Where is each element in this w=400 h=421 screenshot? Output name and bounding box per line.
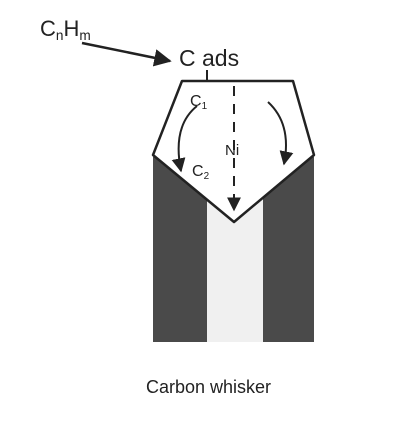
adsorbed-carbon-label: C ads [179, 45, 240, 71]
caption: Carbon whisker [146, 377, 272, 397]
pathway-c2-label: C2 [192, 163, 210, 183]
nickel-particle [151, 79, 316, 224]
surface-diffusion-right-arrow [267, 101, 294, 166]
surface-diffusion-left-arrow [171, 105, 198, 173]
catalyst-label: Ni [225, 142, 240, 159]
pathway-c1-label: C1 [190, 93, 208, 113]
reactant-label: CnHm [40, 16, 91, 44]
adsorption-arrow [81, 41, 172, 67]
whisker-core [207, 200, 263, 342]
